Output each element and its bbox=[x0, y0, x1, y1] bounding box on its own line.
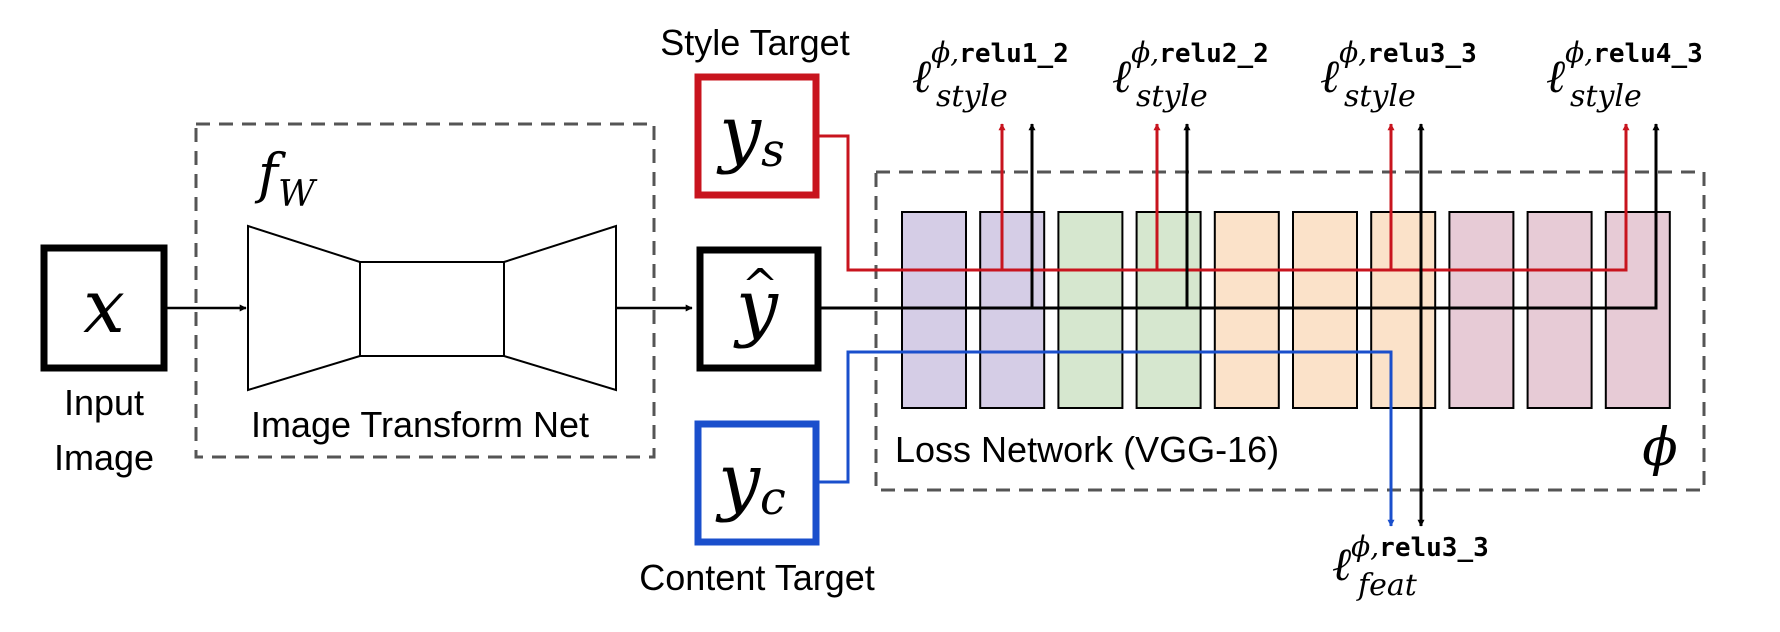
input-symbol: x bbox=[83, 264, 125, 350]
transform-net-dashed-box bbox=[194, 122, 656, 459]
style-loss-label-2: ℓϕ,relu2_2 bbox=[1112, 36, 1269, 103]
transform-net-caption: Image Transform Net bbox=[251, 404, 589, 445]
style-loss-label-3: ℓϕ,relu3_3 bbox=[1320, 36, 1477, 103]
output-hat: ^ bbox=[742, 260, 779, 311]
vgg-layer-block-10 bbox=[1604, 211, 1671, 409]
vgg-layer-block-7 bbox=[1370, 211, 1437, 409]
loss-network-dashed-box bbox=[874, 170, 1706, 492]
style-loss-subscript-3: style bbox=[1344, 79, 1416, 114]
feature-loss-subscript: feat bbox=[1356, 568, 1418, 603]
style-loss-subscript-2: style bbox=[1136, 79, 1208, 114]
vgg-layer-block-9 bbox=[1526, 211, 1593, 409]
vgg-layers bbox=[901, 211, 1671, 409]
vgg-layer-block-5 bbox=[1213, 211, 1280, 409]
loss-network-phi: ϕ bbox=[1642, 418, 1677, 478]
style-loss-subscript-4: style bbox=[1570, 79, 1642, 114]
loss-network-caption: Loss Network (VGG-16) bbox=[895, 429, 1279, 470]
style-feature-line bbox=[818, 123, 1630, 272]
vgg-layer-block-3 bbox=[1057, 211, 1124, 409]
transform-net-shape bbox=[247, 224, 617, 392]
style-target-symbol: ys bbox=[716, 90, 784, 177]
style-loss-subscript-1: style bbox=[936, 79, 1008, 114]
vgg-layer-block-4 bbox=[1135, 211, 1202, 409]
input-image-node: x bbox=[40, 244, 168, 372]
content-feature-line bbox=[818, 350, 1395, 527]
vgg-layer-block-2 bbox=[979, 211, 1046, 409]
style-loss-label-4: ℓϕ,relu4_3 bbox=[1546, 36, 1703, 103]
content-target-node: yc bbox=[694, 420, 820, 546]
output-symbol: y bbox=[733, 264, 779, 350]
input-caption-line1: Input bbox=[64, 382, 144, 423]
style-target-node: ys bbox=[694, 73, 820, 199]
input-caption-line2: Image bbox=[54, 437, 154, 478]
vgg-layer-block-8 bbox=[1448, 211, 1515, 409]
style-loss-label-1: ℓϕ,relu1_2 bbox=[912, 36, 1069, 103]
output-feature-line bbox=[818, 123, 1660, 310]
content-target-symbol: yc bbox=[715, 438, 786, 525]
output-image-node: y ^ bbox=[696, 246, 822, 372]
style-target-caption: Style Target bbox=[660, 22, 849, 63]
feature-loss-label: ℓϕ,relu3_3 bbox=[1332, 530, 1489, 591]
transform-function-label: fW bbox=[254, 142, 318, 215]
vgg-layer-block-6 bbox=[1292, 211, 1358, 409]
content-target-caption: Content Target bbox=[639, 557, 875, 598]
vgg-layer-block-1 bbox=[901, 211, 967, 409]
